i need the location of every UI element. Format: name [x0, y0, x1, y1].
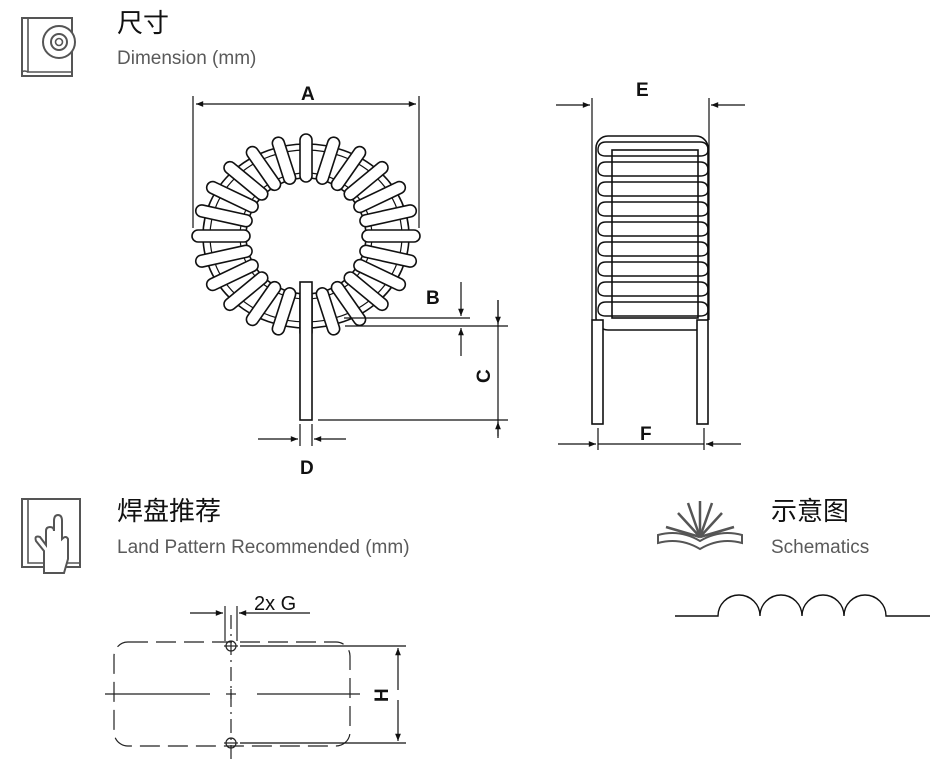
dim-label-g: 2x G [254, 593, 296, 615]
winding-turn [359, 204, 418, 228]
inductor-symbol [675, 594, 930, 617]
winding-turn [330, 145, 367, 192]
side-winding-turn [597, 261, 709, 277]
schematics-title-en: Schematics [771, 537, 870, 558]
dimension-f [558, 428, 741, 450]
side-winding-turn [597, 161, 709, 177]
winding-turn [359, 244, 418, 268]
toroid-lead [299, 281, 313, 421]
winding-turn [245, 280, 282, 327]
disc-book-icon [21, 17, 76, 77]
side-winding-turn [597, 181, 709, 197]
dim-label-a: A [301, 84, 315, 105]
winding-turn [299, 133, 313, 183]
open-book-rays-icon [657, 501, 743, 551]
side-winding-turn [597, 281, 709, 297]
winding-turn [315, 287, 341, 336]
toroid-side-view [591, 135, 709, 425]
dim-label-c: C [474, 369, 495, 383]
winding-turn [343, 160, 389, 201]
winding-turn [205, 258, 259, 292]
toroid-top-view [191, 133, 421, 339]
hand-pointer-book-icon [21, 498, 81, 574]
dimension-b [344, 282, 508, 356]
winding-turn [205, 180, 259, 214]
winding-turn [223, 271, 269, 312]
winding-turn [353, 180, 407, 214]
dimension-h [240, 645, 406, 744]
winding-turn [194, 204, 253, 228]
side-winding-turn [597, 221, 709, 237]
side-winding-turn [597, 201, 709, 217]
side-winding-turn [597, 241, 709, 257]
dimension-title-en: Dimension (mm) [117, 48, 257, 69]
winding-turn [245, 145, 282, 192]
dim-label-d: D [300, 458, 314, 479]
dimension-title-cn: 尺寸 [117, 9, 170, 39]
dim-label-h: H [372, 688, 393, 702]
winding-turn [191, 229, 251, 243]
side-winding-turn [597, 301, 709, 317]
dimension-a [192, 96, 420, 228]
winding-turn [271, 287, 297, 336]
winding-turn [361, 229, 421, 243]
dim-label-f: F [640, 424, 652, 445]
winding-turn [330, 280, 367, 327]
land-pattern-title-cn: 焊盘推荐 [117, 497, 222, 527]
land-pattern-drawing [105, 606, 360, 760]
dimension-d [258, 424, 346, 446]
winding-turn [271, 136, 297, 185]
winding-turn [223, 160, 269, 201]
winding-turn [343, 271, 389, 312]
winding-turn [315, 136, 341, 185]
land-pattern-title-en: Land Pattern Recommended (mm) [117, 537, 410, 558]
winding-turn [194, 244, 253, 268]
dim-label-b: B [426, 288, 440, 309]
side-winding-turn [597, 141, 709, 157]
winding-turn [353, 258, 407, 292]
schematics-title-cn: 示意图 [771, 497, 850, 527]
dimension-e [556, 98, 745, 320]
dimension-c [318, 300, 508, 438]
dim-label-e: E [636, 80, 649, 101]
